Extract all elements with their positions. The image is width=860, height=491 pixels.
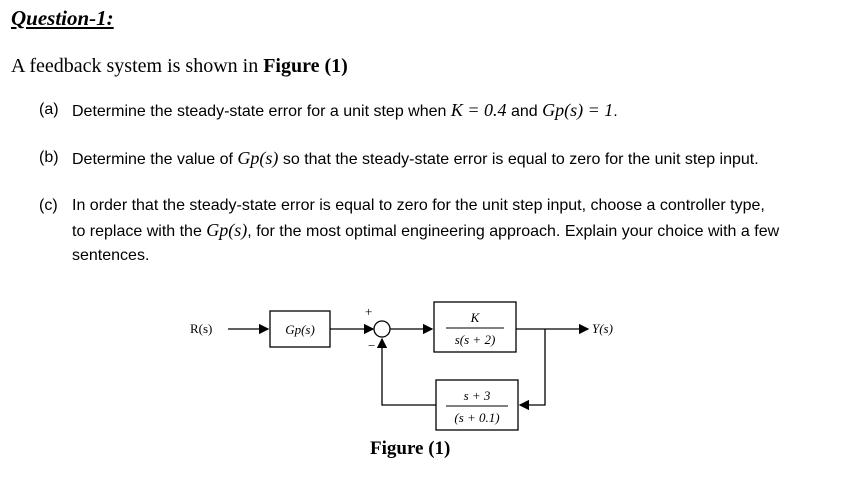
feedback-denominator: (s + 0.1) — [454, 410, 499, 425]
question-b-part1: Determine the value of — [72, 151, 238, 168]
question-c-line1: In order that the steady-state error is … — [72, 197, 765, 214]
forward-denominator: s(s + 2) — [455, 332, 496, 347]
question-b-label: (b) — [39, 149, 59, 166]
intro-text: A feedback system is shown in Figure (1) — [11, 55, 348, 78]
feedback-block — [435, 379, 519, 431]
question-a-part1: Determine the steady-state error for a u… — [72, 103, 451, 120]
minus-sign: − — [368, 338, 375, 353]
intro-sentence: A feedback system is shown in — [11, 55, 264, 77]
question-c-line2-post: , for the most optimal engineering appro… — [247, 223, 780, 240]
question-heading: Question-1: — [11, 6, 114, 30]
gp-block — [269, 310, 331, 348]
question-c-label: (c) — [39, 197, 58, 214]
question-c-line2-pre: to replace with the — [72, 223, 207, 240]
question-b-text: Determine the value of Gp(s) so that the… — [72, 146, 832, 172]
question-c-text: In order that the steady-state error is … — [72, 194, 832, 268]
gp-symbol: Gp(s) — [237, 148, 279, 168]
question-b-part2: so that the steady-state error is equal … — [278, 151, 759, 168]
gp-symbol-c: Gp(s) — [206, 220, 248, 240]
feedback-return-line — [376, 337, 436, 406]
question-c-line3: sentences. — [72, 247, 150, 264]
summing-junction — [373, 320, 391, 338]
forward-block — [433, 301, 517, 353]
gp-block-label: Gp(s) — [285, 322, 315, 337]
k-value: K = 0.4 — [450, 100, 507, 120]
feedback-pickoff-line — [518, 329, 546, 411]
figure-caption: Figure (1) — [370, 438, 451, 459]
feedback-numerator: s + 3 — [464, 388, 491, 403]
question-a-label: (a) — [39, 101, 59, 118]
question-a-text: Determine the steady-state error for a u… — [72, 98, 832, 124]
plus-sign: + — [365, 304, 372, 319]
gp-value: Gp(s) = 1 — [542, 100, 614, 120]
question-a-period: . — [613, 103, 618, 120]
output-label-y: Y(s) — [592, 321, 613, 336]
forward-numerator: K — [470, 310, 481, 325]
question-a-and: and — [506, 103, 543, 120]
input-label-r: R(s) — [190, 321, 212, 336]
figure-reference: Figure (1) — [263, 55, 348, 77]
block-diagram: R(s) Gp(s) + − K s(s + 2) Y(s) s + 3 (s … — [190, 301, 613, 431]
